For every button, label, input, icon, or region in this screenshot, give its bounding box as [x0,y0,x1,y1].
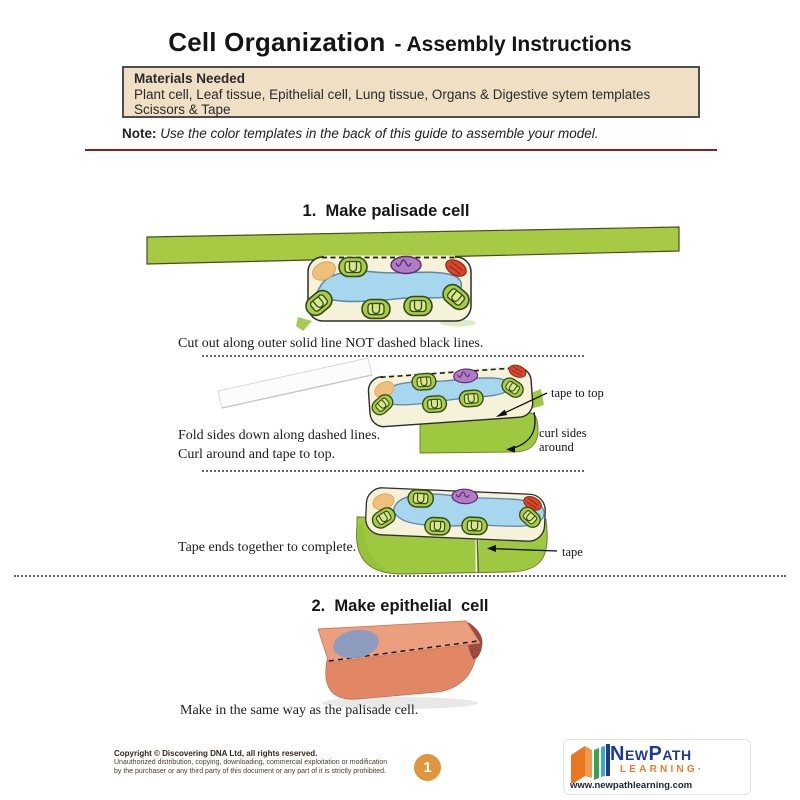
step1-caption-fold: Fold sides down along dashed lines. Curl… [178,426,380,464]
figure-taped-model-photo [355,487,558,575]
dotted-separator-3 [14,575,786,577]
page-title: Cell Organization - Assembly Instruction… [0,27,800,58]
materials-heading: Materials Needed [134,71,246,86]
page-title-sub: - Assembly Instructions [394,33,632,56]
figure-cutout-template-photo [146,226,680,331]
label-curl-sides-line1: curl sides [539,426,587,440]
copyright-line-bold: Copyright © Discovering DNA Ltd, all rig… [114,749,318,758]
copyright-line-2: by the purchaser or any third party of t… [114,767,386,775]
page-number-badge: 1 [414,754,441,781]
dotted-separator-2 [202,470,584,472]
header-red-rule [85,149,717,151]
copyright-line-1: Unauthorized distribution, copying, down… [114,759,388,766]
note-text: Use the color templates in the back of t… [160,126,599,141]
label-tape: tape [562,545,583,559]
label-curl-sides-line2: around [539,440,574,454]
materials-needed-box: Materials Needed Plant cell, Leaf tissue… [122,66,700,118]
logo-brand-main: NewPath [610,743,692,765]
materials-line-2: Scissors & Tape [134,102,231,117]
page-title-main: Cell Organization [168,27,386,57]
step2-heading: 2. Make epithelial cell [311,597,489,615]
figure-epithelial-model-photo [317,620,483,709]
label-tape-to-top: tape to top [551,386,604,400]
logo-website: www.newpathlearning.com [570,780,693,791]
dotted-separator-1 [202,355,584,357]
materials-line-1: Plant cell, Leaf tissue, Epithelial cell… [134,86,651,102]
step1-caption-fold-line1: Fold sides down along dashed lines. [178,428,381,443]
step1-caption-fold-line2: Curl around and tape to top. [178,447,336,462]
logo-brand-sub: LEARNING· [620,764,705,775]
copyright-block: Copyright © Discovering DNA Ltd, all rig… [114,749,444,776]
note-line: Note: Use the color templates in the bac… [122,126,599,141]
step1-heading: 1. Make palisade cell [302,202,470,220]
figure-fold-curl-photo [217,357,548,454]
books-icon [571,744,610,783]
note-label: Note: [122,126,157,141]
logo-brand: NewPath LEARNING· [610,743,704,775]
newpath-learning-logo: NewPath LEARNING· www.newpathlearning.co… [563,739,751,795]
step2-caption: Make in the same way as the palisade cel… [180,703,419,718]
step1-caption-cut: Cut out along outer solid line NOT dashe… [178,336,484,351]
step1-caption-tape: Tape ends together to complete. [178,540,357,555]
